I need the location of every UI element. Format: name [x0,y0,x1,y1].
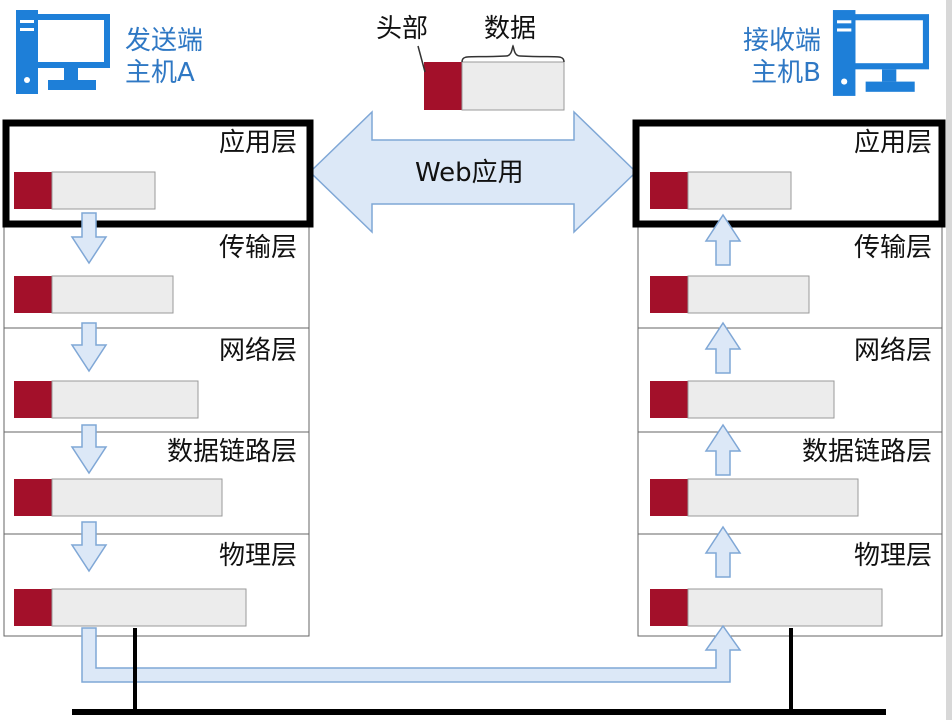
receiver-packet-data [687,275,810,314]
receiver-computer-icon [832,10,930,96]
web-app-label: Web应用 [415,158,524,188]
receiver-packet-header [650,276,688,313]
receiver-packet-header [650,172,688,209]
up-arrow-icon [704,321,742,374]
legend-data-brace [461,44,565,63]
receiver-stack [632,119,946,637]
sender-packet-header [14,479,52,516]
receiver-label-line1: 接收端 [742,26,821,56]
legend-data-block [461,61,565,111]
receiver-packet-data [687,171,792,210]
sender-layer-physical: 物理层 [218,541,297,571]
receiver-packet-header [650,479,688,516]
sender-label-line1: 发送端 [125,26,204,56]
sender-layer-datalink: 数据链路层 [166,437,297,467]
sender-packet-data [51,588,247,627]
up-arrow-icon [704,423,742,476]
down-arrow-icon [70,521,108,573]
sender-layer-transport: 传输层 [218,233,297,263]
physical-transfer-arrow [81,624,742,683]
legend-data-label: 数据 [484,14,537,44]
legend-header-label: 头部 [376,14,429,44]
receiver-layer-network: 网络层 [853,336,932,366]
sender-layer-application: 应用层 [218,128,297,158]
sender-packet-header [14,381,52,418]
sender-label-line2: 主机A [125,58,195,88]
receiver-label-line2: 主机B [751,58,821,88]
receiver-application-highlight [632,119,946,228]
sender-packet-data [51,380,199,419]
sender-packet-data [51,171,156,210]
sender-application-highlight [2,119,314,228]
receiver-layer-physical: 物理层 [853,541,932,571]
page-edge [946,0,952,720]
legend-header-block [424,62,462,110]
receiver-layer-application: 应用层 [853,128,932,158]
sender-stack [2,119,314,637]
receiver-packet-header [650,381,688,418]
sender-computer-icon [16,10,110,94]
receiver-layer-datalink: 数据链路层 [801,437,932,467]
receiver-layer-transport: 传输层 [853,233,932,263]
sender-layer-network: 网络层 [218,336,297,366]
down-arrow-icon [70,212,108,265]
receiver-packet-data [687,478,859,517]
sender-packet-data [51,478,223,517]
sender-packet-header [14,172,52,209]
sender-packet-header [14,589,52,626]
down-arrow-icon [70,424,108,475]
sender-packet-data [51,275,174,314]
sender-packet-header [14,276,52,313]
up-arrow-icon [704,525,742,578]
receiver-packet-data [687,380,835,419]
up-arrow-icon [704,213,742,266]
legend-header-pointer [417,45,426,73]
down-arrow-icon [70,322,108,373]
legend-packet [417,44,565,111]
receiver-packet-data [687,588,883,627]
receiver-packet-header [650,589,688,626]
